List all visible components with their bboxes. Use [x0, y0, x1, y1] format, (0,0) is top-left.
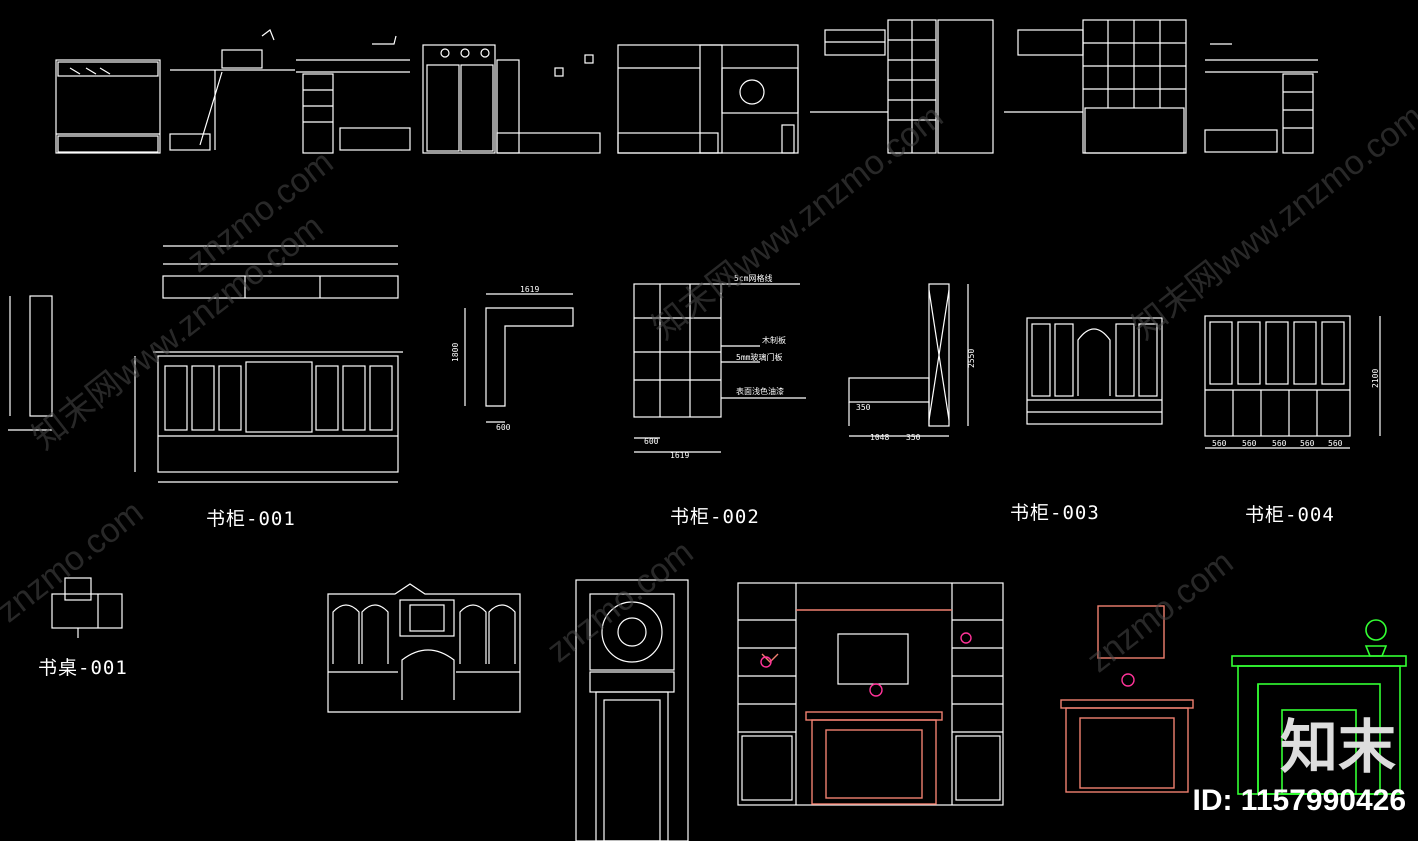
dim-d1: 1048 — [870, 433, 889, 442]
note-panel: 表面浅色油漆 — [736, 386, 784, 396]
dim-total-w: 1619 — [520, 285, 539, 294]
bookcase-arched — [327, 583, 521, 713]
dim-depth2: 600 — [644, 437, 659, 446]
dim-w4-2: 560 — [1242, 439, 1257, 448]
dim-w4-4: 560 — [1300, 439, 1315, 448]
wall-shelves-2 — [1004, 19, 1187, 154]
dim-h1: 1800 — [451, 343, 460, 362]
dim-d2b: 350 — [856, 403, 871, 412]
cabinet-003-elevation — [1026, 317, 1163, 425]
dim-d2: 350 — [906, 433, 921, 442]
cabinet-003-side — [848, 283, 969, 437]
cabinet-001-plan — [162, 245, 399, 299]
dim-w4-5: 560 — [1328, 439, 1343, 448]
note-glass: 5mm玻璃门板 — [736, 352, 782, 362]
dim-w4-3: 560 — [1272, 439, 1287, 448]
dim-h3: 2100 — [1371, 369, 1380, 388]
dim-depth: 600 — [496, 423, 511, 432]
bunk-bed-1 — [55, 59, 161, 154]
label-cabinet-004: 书柜-004 — [1245, 504, 1335, 526]
cabinet-004-elevation — [1204, 315, 1381, 449]
label-desk-001: 书桌-001 — [38, 657, 128, 679]
dim-h2: 2550 — [967, 349, 976, 368]
wall-shelves-1 — [810, 19, 994, 154]
bunk-bed-5 — [617, 44, 799, 154]
cabinet-002-plan — [464, 293, 574, 423]
dim-w4-1: 560 — [1212, 439, 1227, 448]
door-ornate — [575, 579, 689, 841]
brand-logo: 知末 — [1279, 713, 1396, 781]
note-grid: 5cm网格线 — [734, 273, 772, 283]
bunk-bed-6 — [1204, 43, 1318, 154]
label-cabinet-003: 书柜-003 — [1010, 502, 1100, 524]
label-cabinet-002: 书柜-002 — [670, 506, 760, 528]
cabinet-001-side — [8, 295, 53, 431]
bunk-bed-4 — [422, 44, 601, 154]
dim-total-w2: 1619 — [670, 451, 689, 460]
desk-001 — [51, 577, 123, 638]
id-label: ID: 1157990426 — [1192, 784, 1406, 817]
tv-wall-bookshelves — [737, 582, 1004, 806]
cabinet-001-elevation — [134, 351, 403, 483]
label-cabinet-001: 书柜-001 — [206, 508, 296, 530]
note-wood: 木制板 — [762, 335, 786, 345]
bunk-bed-3 — [296, 35, 411, 154]
cabinet-002-elevation — [633, 283, 806, 453]
bunk-bed-2 — [169, 29, 295, 151]
